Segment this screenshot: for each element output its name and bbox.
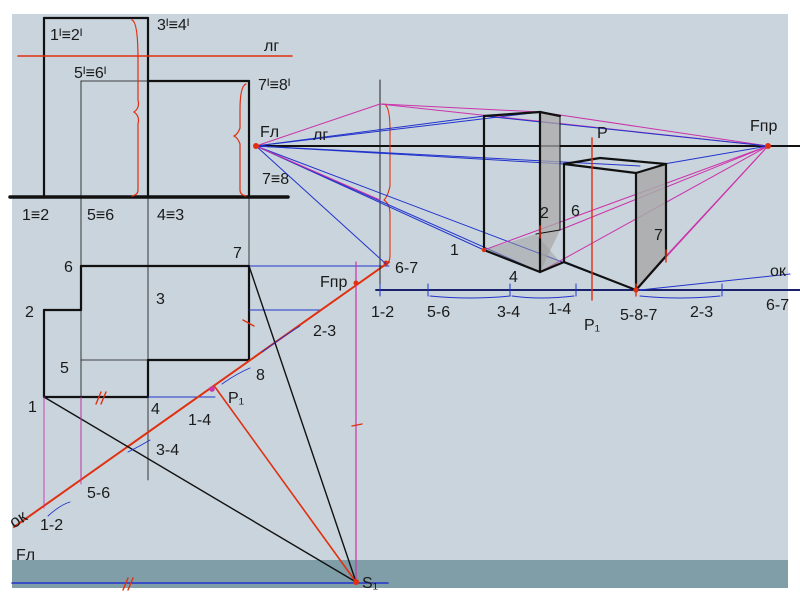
base-braces (379, 283, 723, 299)
label-s1: S₁ (362, 575, 378, 592)
label-4: 4 (151, 401, 160, 418)
label-14: 1-4 (188, 412, 211, 429)
label-67: 6-7 (395, 260, 418, 277)
label-43: 4≡3 (157, 207, 184, 224)
right-vanishing-point (765, 143, 771, 149)
label-78: 7≡8 (262, 171, 289, 188)
visual-rays (43, 261, 357, 583)
label-7: 7 (233, 245, 242, 262)
solid-edges (482, 110, 668, 292)
plan-construction (8, 16, 390, 591)
height-brace (131, 19, 140, 197)
label-b14: 1-4 (548, 301, 571, 318)
label-23: 2-3 (313, 323, 336, 340)
label-6: 6 (64, 259, 73, 276)
label-3: 3 (156, 291, 165, 308)
perspective-labels: Fл лг P Fпр 2 6 7 1 4 ок 1-2 5-6 3-4 1-4… (260, 118, 789, 334)
shaded-face (636, 164, 666, 290)
label-5p6p: 5ᴵ≡6ᴵ (74, 65, 106, 82)
label-fl: Fл (16, 547, 35, 564)
picture-plane-trace (13, 261, 390, 528)
label-n7: 7 (654, 227, 663, 244)
label-n4: 4 (509, 269, 518, 286)
label-12: 1≡2 (22, 207, 49, 224)
label-2: 2 (25, 304, 34, 321)
label-b56: 5-6 (427, 304, 450, 321)
equal-marks (95, 319, 363, 591)
drawing-board (12, 14, 788, 588)
label-12b: 1-2 (40, 517, 63, 534)
label-bp1: P₁ (584, 317, 600, 334)
label-ok-persp: ок (770, 263, 787, 280)
plan-outline (42, 264, 251, 399)
label-b67: 6-7 (766, 297, 789, 314)
label-b12: 1-2 (371, 304, 394, 321)
label-fpr-vp: Fпр (750, 118, 777, 135)
label-p: P (597, 125, 608, 142)
perspective-view (253, 79, 800, 301)
label-fpr: Fпр (320, 274, 347, 291)
label-1p2p: 1ᴵ≡2ᴵ (50, 27, 82, 44)
label-5: 5 (60, 360, 69, 377)
label-n2: 2 (540, 205, 549, 222)
label-7p8p: 7ᴵ≡8ᴵ (258, 77, 290, 94)
label-34: 3-4 (156, 442, 179, 459)
label-1: 1 (28, 399, 37, 416)
elevation-outline (8, 16, 290, 199)
height-brace (232, 83, 247, 197)
label-56: 5≡6 (87, 207, 114, 224)
label-b23: 2-3 (690, 304, 713, 321)
label-b587: 5-8-7 (620, 307, 657, 324)
label-fl-vp: Fл (260, 124, 279, 141)
label-8: 8 (256, 367, 265, 384)
label-lg-persp: лг (313, 127, 328, 144)
label-3p4p: 3ᴵ≡4ᴵ (157, 17, 189, 34)
left-vanishing-point (253, 143, 259, 149)
label-n6: 6 (571, 203, 580, 220)
label-b34: 3-4 (497, 304, 520, 321)
label-p1: P₁ (228, 390, 244, 407)
label-n1: 1 (450, 242, 459, 259)
rays-left-magenta (255, 103, 541, 201)
label-56b: 5-6 (87, 485, 110, 502)
label-lg: лг (264, 38, 279, 55)
